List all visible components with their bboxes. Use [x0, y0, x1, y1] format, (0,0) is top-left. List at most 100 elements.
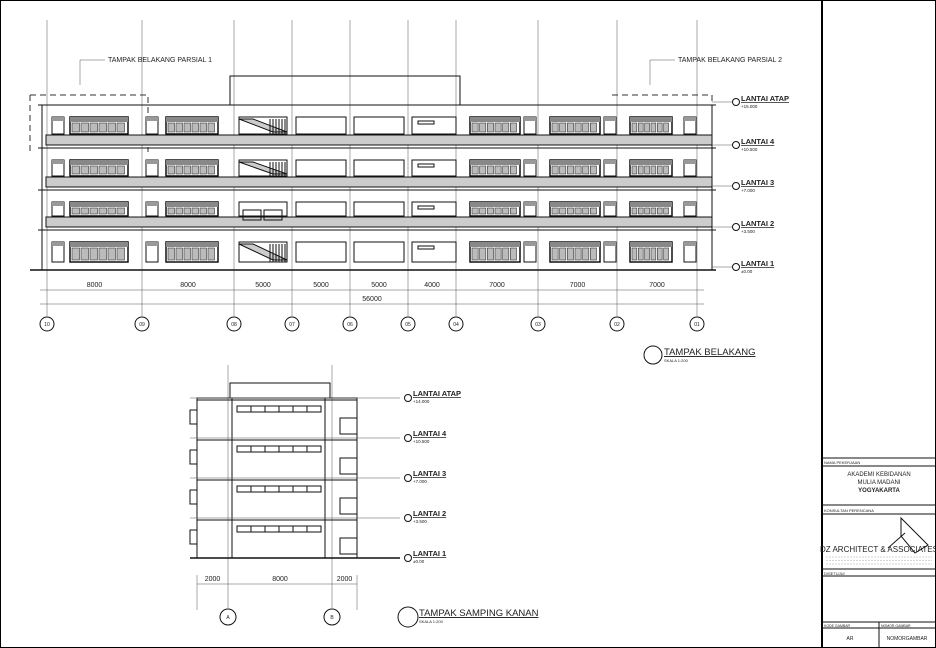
window-pane — [638, 122, 644, 133]
level-marker-icon — [732, 223, 740, 231]
partial-label-1: TAMPAK BELAKANG PARSIAL 1 — [108, 57, 212, 64]
door-transom — [146, 160, 158, 164]
window-pane — [183, 165, 191, 175]
level-name: LANTAI 1 — [741, 259, 774, 268]
window-transom — [630, 242, 672, 247]
grid-label: 05 — [405, 322, 411, 328]
sign-panel — [263, 209, 283, 221]
window-transom — [166, 242, 218, 247]
window-pane — [207, 247, 215, 261]
window-pane — [494, 122, 502, 133]
level-marker-icon — [404, 514, 412, 522]
window-pane — [89, 165, 98, 175]
view-title: TAMPAK SAMPING KANAN — [419, 608, 539, 619]
window-pane — [663, 165, 669, 175]
window-transom — [470, 117, 520, 122]
window-transom — [550, 117, 600, 122]
level-marker-icon — [404, 554, 412, 562]
level-name: LANTAI 2 — [741, 219, 774, 228]
grid-bubble — [323, 608, 341, 626]
window-pane — [582, 207, 590, 215]
door-transom — [146, 117, 158, 121]
stair-opening — [238, 241, 288, 263]
door-transom — [52, 242, 64, 246]
window-transom — [630, 160, 672, 165]
level-elevation: +7.000 — [413, 479, 427, 484]
window-pane — [471, 122, 479, 133]
window-pane — [657, 247, 663, 261]
window-group — [549, 241, 601, 263]
view-title-bubble — [397, 606, 419, 628]
window-group — [69, 116, 129, 135]
level-elevation: +14.000 — [413, 399, 430, 404]
window-pane — [167, 247, 175, 261]
window-pane — [663, 247, 669, 261]
window-pane — [191, 122, 199, 133]
level-marker-icon — [732, 141, 740, 149]
side-ledge — [339, 497, 358, 515]
level-name: LANTAI ATAP — [413, 389, 461, 398]
window-pane — [582, 247, 590, 261]
window-group — [165, 241, 219, 263]
window-pane — [71, 165, 80, 175]
signboard — [238, 201, 288, 217]
window-pane — [650, 165, 657, 175]
window-group — [165, 116, 219, 135]
dimension-value: 8000 — [87, 282, 103, 289]
dimension-value: 7000 — [649, 282, 665, 289]
window-pane — [559, 165, 567, 175]
vent — [417, 120, 435, 125]
window-pane — [167, 122, 175, 133]
firm-logo-icon — [887, 516, 929, 554]
window-pane — [663, 207, 669, 215]
window-pane — [631, 165, 638, 175]
stair-opening — [238, 159, 288, 177]
window-pane — [183, 122, 191, 133]
window-pane — [650, 247, 657, 261]
code-value: AR — [847, 636, 854, 642]
window-pane — [638, 165, 644, 175]
window-transom — [470, 242, 520, 247]
window-pane — [175, 165, 183, 175]
grid-label: 02 — [614, 322, 620, 328]
door-transom — [684, 242, 696, 246]
door-transom — [604, 117, 616, 121]
window-pane — [567, 247, 574, 261]
partial-leader-2 — [649, 59, 675, 85]
grid-bubble — [448, 316, 464, 332]
side-ledge — [189, 489, 198, 505]
dimension-value: 8000 — [180, 282, 196, 289]
window-pane — [80, 247, 89, 261]
opening — [353, 241, 405, 263]
window-pane — [479, 165, 487, 175]
dimension-value: 5000 — [313, 282, 329, 289]
vent — [417, 245, 435, 250]
door-transom — [52, 117, 64, 121]
window-pane — [80, 207, 89, 215]
window-transom — [166, 202, 218, 207]
window-pane — [551, 247, 559, 261]
window-group — [549, 159, 601, 177]
window-pane — [98, 207, 107, 215]
stair-flight — [238, 161, 288, 175]
window-pane — [98, 247, 107, 261]
sign-panel — [242, 209, 262, 221]
door-transom — [604, 242, 616, 246]
window-group — [629, 201, 673, 217]
window-pane — [107, 122, 116, 133]
door-transom — [146, 242, 158, 246]
grid-bubble — [689, 316, 705, 332]
number-label: NOMOR GAMBAR — [881, 624, 911, 628]
window-transom — [70, 242, 128, 247]
window-group — [69, 159, 129, 177]
window-pane — [502, 207, 510, 215]
window-pane — [471, 165, 479, 175]
stair-opening — [238, 116, 288, 135]
window-pane — [199, 122, 207, 133]
consultant-label: KONSULTAN PERENCANA — [824, 508, 874, 513]
firm-name: DZ ARCHITECT & ASSOCIATES — [820, 545, 936, 554]
dimension-value: 2000 — [205, 576, 221, 583]
window-pane — [510, 247, 517, 261]
